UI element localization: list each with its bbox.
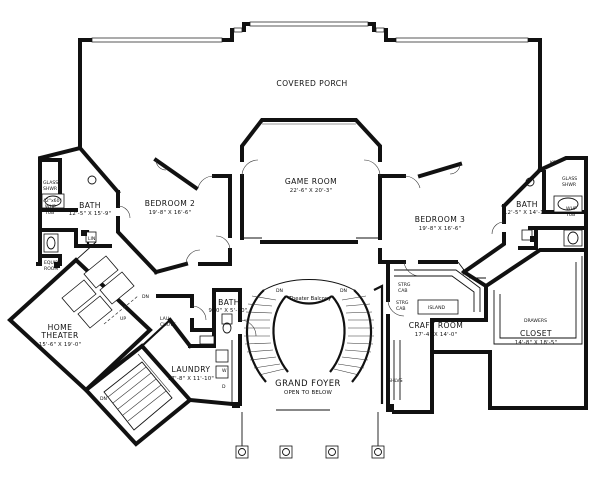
lau-chute-2: CHUTE: [160, 322, 176, 328]
whp-tub-right-1: WHP: [566, 206, 577, 212]
bedroom2-dims: 19'-8" X 16'-6": [149, 210, 192, 216]
dn-stair-label: DN: [100, 396, 107, 402]
dn-left-label: DN: [276, 288, 283, 294]
strg-cab-top-2: CAB: [398, 288, 408, 294]
bath-right-dims: 12'-5" X 14'-10": [504, 210, 550, 216]
glass-shwr-right-2: SHWR: [562, 182, 577, 188]
glass-shwr-left-1: GLASS: [43, 180, 58, 186]
grand-staircase: [244, 279, 384, 411]
whp-tub-left-1: 42"x60": [43, 198, 62, 204]
theater-seating: [61, 255, 139, 329]
bath-center-label: BATH: [218, 298, 240, 307]
glass-shwr-right-1: GLASS: [562, 176, 577, 182]
theater-balcony-label: Theater Balcony: [288, 296, 331, 302]
d-label: D: [222, 384, 226, 390]
island-label: ISLAND: [428, 305, 446, 311]
closet-label: CLOSET: [520, 329, 552, 338]
strg-cab-left-1: STRG: [396, 300, 409, 306]
game-room-walls: [240, 118, 382, 244]
craft-room-dims: 17'-4" X 14'-0": [415, 332, 458, 338]
whp-tub-right-2: TUB: [565, 212, 575, 218]
home-theater-label-2: THEATER: [40, 331, 79, 340]
shlvs-label: SHLVS: [388, 378, 403, 384]
right-wing-walls: [378, 161, 588, 406]
ks-label: KS: [550, 160, 556, 166]
bath-right-label: BATH: [516, 200, 538, 209]
w-label: W: [222, 368, 227, 374]
whp-tub-left-3: TUB: [44, 210, 54, 216]
game-room-dims: 22'-6" X 20'-3": [290, 188, 333, 194]
equip-room-2: ROOM: [44, 266, 58, 272]
entry-columns: [235, 412, 385, 459]
lau-chute-1: LAU: [160, 316, 169, 322]
bath-left-label: BATH: [79, 201, 101, 210]
game-room-label: GAME ROOM: [285, 177, 337, 186]
dn-theater-label: DN: [142, 294, 149, 300]
structural-posts: [54, 230, 536, 412]
grand-foyer-label: GRAND FOYER: [275, 378, 341, 388]
dn-right-label: DN: [340, 288, 347, 294]
bedroom3-label: BEDROOM 3: [415, 215, 465, 224]
drawers-label: DRAWERS: [524, 318, 547, 324]
lower-left-stairs: [103, 353, 173, 431]
bedroom2-label: BEDROOM 2: [145, 199, 195, 208]
laundry-dims: 17'-8" X 11'-10": [168, 376, 214, 382]
grand-foyer-sub: OPEN TO BELOW: [284, 390, 332, 396]
craft-room-label: CRAFT ROOM: [409, 321, 464, 330]
strg-cab-top-1: STRG: [398, 282, 411, 288]
lin-label: LIN: [88, 236, 95, 242]
annotation-labels: Theater Balcony GLASS SHWR 42"x60" WHP T…: [43, 160, 577, 402]
equip-room-1: EQUIP: [44, 260, 58, 266]
home-theater-dims: 15'-6" X 19'-0": [39, 342, 82, 348]
door-swings: [117, 159, 505, 337]
room-labels: COVERED PORCH GAME ROOM 22'-6" X 20'-3" …: [39, 79, 558, 396]
laundry-label: LAUNDRY: [172, 365, 211, 374]
bath-fixtures: [41, 175, 583, 379]
closet-dims: 14'-8" X 18'-5": [515, 340, 558, 346]
bath-center-dims: 9'-0" X 5'-10": [209, 308, 248, 314]
left-wing-walls: [7, 145, 242, 447]
home-theater-label-1: HOME: [48, 323, 73, 332]
strg-cab-left-2: CAB: [396, 306, 406, 312]
exterior-walls: [36, 21, 588, 414]
up-label: UP: [120, 316, 126, 322]
craft-cabinetry: [393, 256, 583, 400]
bedroom3-dims: 19'-8" X 16'-6": [419, 226, 462, 232]
glass-shwr-left-2: SHWR: [43, 186, 58, 192]
whp-tub-left-2: WHP: [45, 204, 56, 210]
bath-left-dims: 12'-5" X 15'-9": [69, 211, 112, 217]
covered-porch-label: COVERED PORCH: [276, 79, 347, 88]
